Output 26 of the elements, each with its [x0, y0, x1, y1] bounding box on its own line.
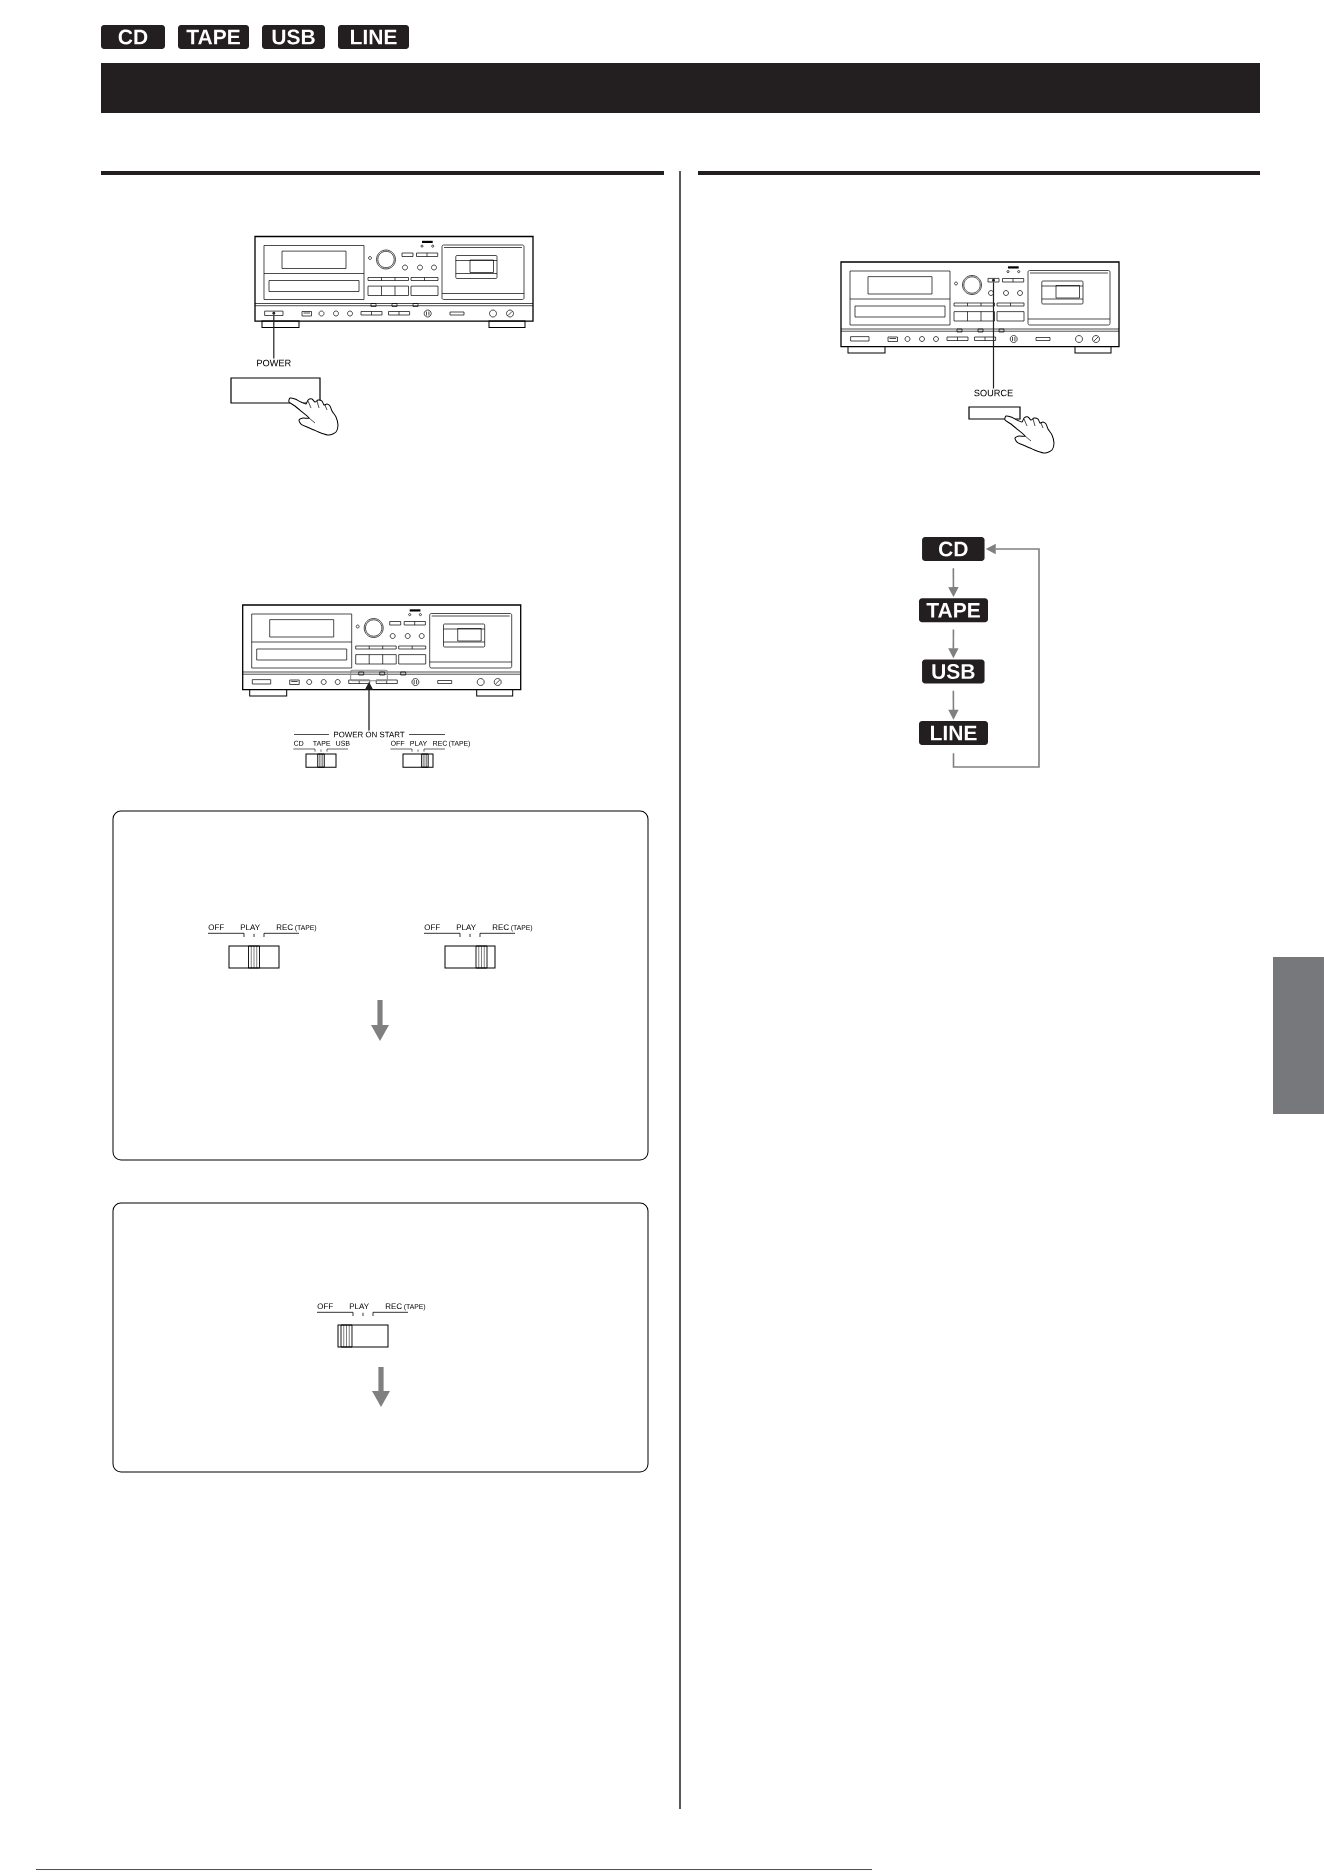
source-badge: TAPE	[178, 25, 249, 49]
power-button	[264, 310, 284, 316]
leader-line	[992, 281, 995, 390]
switch-position-label: OFF	[317, 1303, 333, 1310]
button-label: POWER	[257, 359, 291, 367]
switch-area	[350, 669, 388, 682]
switch-position-label: PLAY	[240, 924, 260, 930]
source-badge: LINE	[919, 721, 988, 745]
source-badge: CD	[101, 25, 165, 49]
source-badge: USB	[262, 25, 325, 49]
switch-position-label: REC	[492, 924, 509, 931]
switch-position-label: PLAY	[349, 1303, 369, 1309]
source-badge: USB	[922, 659, 985, 684]
switch-position-label: OFF	[208, 924, 224, 931]
button-label: SOURCE	[974, 389, 1013, 397]
leader-line	[273, 315, 275, 360]
switch-position-label: REC	[276, 924, 293, 931]
switch-position-label: REC	[385, 1303, 402, 1310]
switch-position-label: OFF	[424, 924, 440, 931]
switch-position-label: PLAY	[456, 924, 476, 930]
source-badge: TAPE	[919, 598, 988, 623]
side-tab	[1273, 957, 1324, 1114]
title-bar	[101, 63, 1260, 113]
source-badge: CD	[922, 537, 985, 561]
source-button	[987, 278, 1000, 283]
source-badge: LINE	[338, 25, 409, 49]
